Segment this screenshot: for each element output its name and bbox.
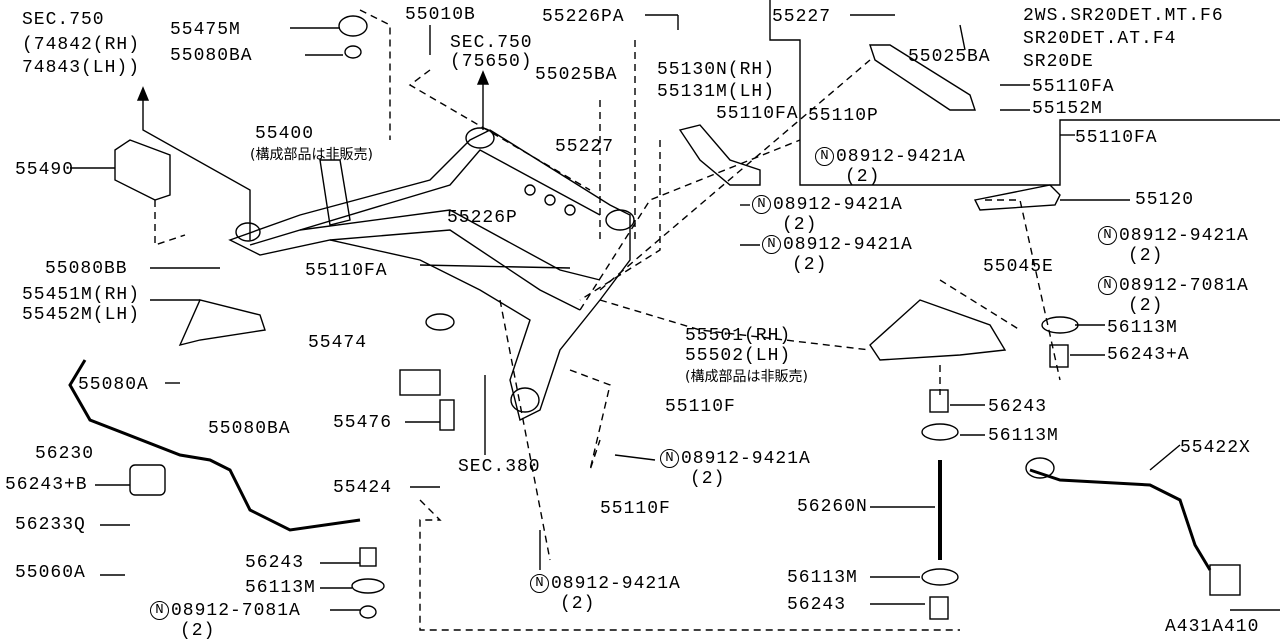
part-label[interactable]: 55131M(LH) xyxy=(657,82,776,102)
applicability-note-3: SR20DE xyxy=(1023,52,1094,72)
mount-55490 xyxy=(114,139,171,201)
not-sold-note: (構成部品は非販売) xyxy=(250,147,373,163)
part-label[interactable]: 55120 xyxy=(1135,190,1195,210)
n-circle-icon: N xyxy=(815,147,834,166)
part-label[interactable]: 55490 xyxy=(15,160,75,180)
n-circle-icon: N xyxy=(530,574,549,593)
part-label[interactable]: 55227 xyxy=(555,137,615,157)
part-label[interactable]: 56113M xyxy=(787,568,858,588)
part-label[interactable]: 55130N(RH) xyxy=(657,60,776,80)
section-ref-rh: (74842(RH) xyxy=(22,35,141,55)
part-label[interactable]: 55501(RH) xyxy=(685,326,792,346)
n-circle-icon: N xyxy=(752,195,771,214)
part-label[interactable]: 56113M xyxy=(245,578,316,598)
part-label[interactable]: 56113M xyxy=(1107,318,1178,338)
part-label[interactable]: 56243 xyxy=(787,595,847,615)
bushing-56243B xyxy=(129,464,166,496)
part-label[interactable]: 56243+A xyxy=(1107,345,1190,365)
stabilizer-bar-55422X xyxy=(1029,468,1212,571)
part-label[interactable]: 56260N xyxy=(797,497,868,517)
part-label[interactable]: 55025BA xyxy=(908,47,991,67)
part-label[interactable]: 55400 xyxy=(255,124,315,144)
part-label[interactable]: 55110FA xyxy=(716,104,799,124)
part-label[interactable]: 55080BA xyxy=(170,46,253,66)
section-ref-75650: (75650) xyxy=(450,52,533,72)
lower-arm-55501 xyxy=(869,299,1007,361)
part-label[interactable]: 55227 xyxy=(772,7,832,27)
part-label[interactable]: 56243 xyxy=(988,397,1048,417)
part-label[interactable]: 56113M xyxy=(988,426,1059,446)
drawing-id: A431A410 xyxy=(1165,617,1260,637)
part-label[interactable]: 55025BA xyxy=(535,65,618,85)
part-label[interactable]: 55110P xyxy=(808,106,879,126)
part-label[interactable]: 55451M(RH) xyxy=(22,285,141,305)
section-ref-750b: SEC.750 xyxy=(450,33,533,53)
part-label[interactable]: 55226PA xyxy=(542,7,625,27)
section-ref-750: SEC.750 xyxy=(22,10,105,30)
applicability-note-1: 2WS.SR20DET.MT.F6 xyxy=(1023,6,1224,26)
part-label[interactable]: 55110FA xyxy=(1075,128,1158,148)
part-label[interactable]: 55080BA xyxy=(208,419,291,439)
part-label[interactable]: 55474 xyxy=(308,333,368,353)
subframe-crossmember xyxy=(228,127,635,422)
part-label[interactable]: 55110F xyxy=(665,397,736,417)
part-label[interactable]: 55110FA xyxy=(1032,77,1115,97)
section-ref-380: SEC.380 xyxy=(458,457,541,477)
part-label[interactable]: 56243 xyxy=(245,553,305,573)
n-circle-icon: N xyxy=(150,601,169,620)
stabilizer-bar-56230 xyxy=(68,359,361,532)
arm-55110P xyxy=(869,44,976,111)
group-bracket-line xyxy=(769,0,1280,186)
not-sold-note: (構成部品は非販売) xyxy=(685,369,808,385)
n-circle-icon: N xyxy=(1098,226,1117,245)
part-label[interactable]: 55475M xyxy=(170,20,241,40)
part-label[interactable]: 55080BB xyxy=(45,259,128,279)
n-circle-icon: N xyxy=(660,449,679,468)
part-label[interactable]: 55110F xyxy=(600,499,671,519)
arm-55451M xyxy=(178,299,266,347)
arm-55130N xyxy=(678,124,761,186)
part-label[interactable]: 55226P xyxy=(447,208,518,228)
part-label[interactable]: 55060A xyxy=(15,563,86,583)
n-circle-icon: N xyxy=(1098,276,1117,295)
part-label[interactable]: 55010B xyxy=(405,5,476,25)
part-label[interactable]: 55424 xyxy=(333,478,393,498)
applicability-note-2: SR20DET.AT.F4 xyxy=(1023,29,1177,49)
part-label[interactable]: 55080A xyxy=(78,375,149,395)
part-label[interactable]: 56233Q xyxy=(15,515,86,535)
part-label[interactable]: 55422X xyxy=(1180,438,1251,458)
part-label[interactable]: 56243+B xyxy=(5,475,88,495)
part-label[interactable]: 55476 xyxy=(333,413,393,433)
n-circle-icon: N xyxy=(762,235,781,254)
part-label[interactable]: 55502(LH) xyxy=(685,346,792,366)
section-ref-lh: 74843(LH)) xyxy=(22,58,141,78)
part-label[interactable]: 55045E xyxy=(983,257,1054,277)
part-label[interactable]: 55152M xyxy=(1032,99,1103,119)
arm-55120 xyxy=(973,184,1061,211)
part-label[interactable]: 55110FA xyxy=(305,261,388,281)
part-label[interactable]: 55452M(LH) xyxy=(22,305,141,325)
part-label[interactable]: 56230 xyxy=(35,444,95,464)
